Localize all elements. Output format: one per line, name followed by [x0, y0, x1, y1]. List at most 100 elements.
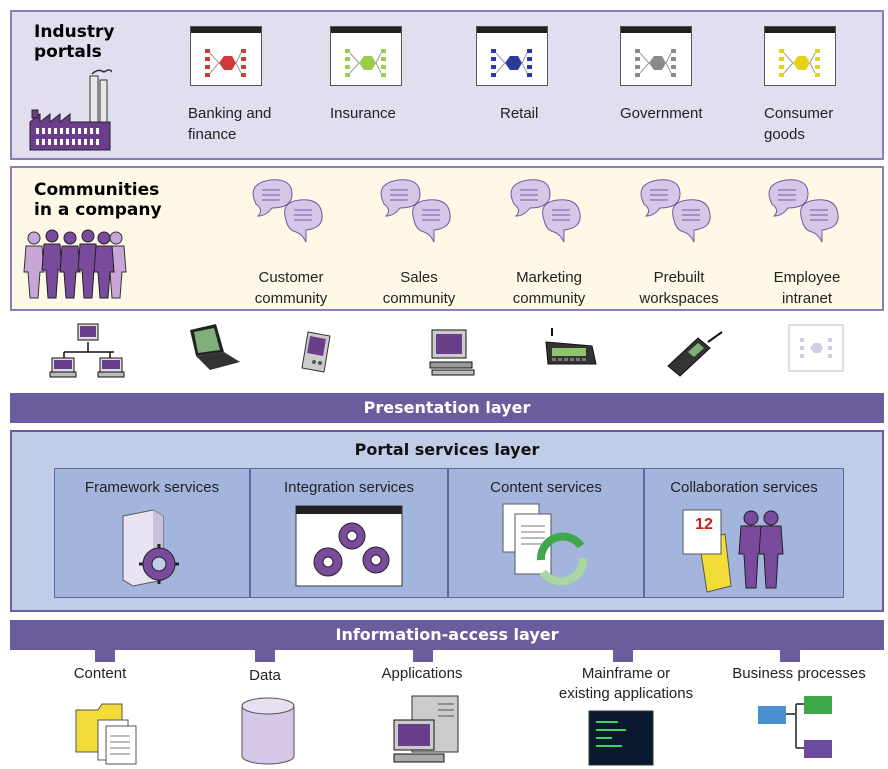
gears-window-icon [295, 505, 403, 587]
banking-portal-icon [190, 26, 262, 86]
connector-tab [413, 650, 433, 662]
speech-bubbles-icon [510, 179, 581, 243]
community-sales[interactable]: Sales community [364, 176, 474, 309]
source-business-processes-label: Business processes [732, 665, 866, 682]
marketing-line2: community [512, 290, 586, 307]
people-group-icon [23, 229, 127, 299]
calendar-people-icon: 12 [645, 498, 843, 598]
banking-line1: Banking and [188, 105, 272, 122]
information-access-layer-bar: Information-access layer [10, 620, 884, 650]
source-applications[interactable]: Applications [360, 664, 484, 684]
community-prebuilt[interactable]: Prebuilt workspaces [624, 176, 734, 309]
connector-tab [255, 650, 275, 662]
portal-window-icon[interactable] [788, 324, 844, 372]
speech-bubbles-icon [768, 179, 839, 243]
network-computers-icon[interactable] [48, 322, 128, 380]
industry-portals-title: Industry portals [34, 22, 114, 62]
portal-banking[interactable]: Banking and finance [188, 26, 298, 145]
community-customer[interactable]: Customer community [236, 176, 346, 309]
source-data[interactable]: Data [210, 666, 320, 686]
mobile-phone-icon[interactable] [664, 328, 728, 380]
laptop-icon[interactable] [186, 324, 242, 372]
government-portal-icon [620, 26, 692, 86]
consumer-line1: Consumer [764, 105, 834, 122]
smartphone-icon[interactable] [542, 324, 598, 374]
portal-services-title: Portal services layer [354, 440, 540, 459]
communities-title-line1: Communities [34, 180, 160, 200]
collaboration-services-box[interactable]: Collaboration services 12 [644, 468, 844, 598]
presentation-layer-bar: Presentation layer [10, 393, 884, 423]
speech-bubbles-icon [640, 179, 711, 243]
speech-bubbles-icon [252, 179, 323, 243]
portal-label-government: Government [620, 103, 730, 124]
portal-government[interactable]: Government [620, 26, 730, 124]
customer-line2: community [254, 290, 328, 307]
connector-tab [780, 650, 800, 662]
portal-services-layer: Portal services layer Framework services… [10, 430, 884, 612]
source-mainframe-line2: existing applications [558, 685, 694, 702]
insurance-portal-icon [330, 26, 402, 86]
connector-tab [95, 650, 115, 662]
sales-line2: community [382, 290, 456, 307]
retail-line1: Retail [500, 105, 539, 122]
source-applications-label: Applications [381, 665, 463, 682]
integration-services-box[interactable]: Integration services [250, 468, 448, 598]
community-label-customer: Customer community [236, 267, 346, 309]
banking-line2: finance [188, 126, 237, 143]
industry-title-line2: portals [34, 42, 102, 62]
employee-line2: intranet [781, 290, 833, 307]
server-gear-icon [122, 509, 179, 587]
community-label-marketing: Marketing community [494, 267, 604, 309]
insurance-line1: Insurance [330, 105, 396, 122]
sales-line1: Sales [400, 269, 438, 286]
portal-label-consumer-goods: Consumer goods [764, 103, 874, 145]
community-employee[interactable]: Employee intranet [752, 176, 862, 309]
portal-label-banking: Banking and finance [188, 103, 298, 145]
source-mainframe[interactable]: Mainframe or existing applications [546, 664, 706, 704]
integration-services-label: Integration services [283, 479, 415, 496]
community-label-sales: Sales community [364, 267, 474, 309]
documents-cycle-icon [502, 503, 588, 586]
framework-services-box[interactable]: Framework services [54, 468, 250, 598]
application-server-icon [393, 695, 459, 763]
content-services-label: Content services [490, 479, 602, 496]
source-business-processes[interactable]: Business processes [714, 664, 884, 684]
factory-icon [29, 69, 112, 151]
employee-line1: Employee [773, 269, 841, 286]
communities-title: Communities in a company [34, 180, 162, 220]
mainframe-terminal-icon [588, 710, 654, 766]
community-label-prebuilt: Prebuilt workspaces [624, 267, 734, 309]
portal-consumer-goods[interactable]: Consumer goods [764, 26, 874, 145]
government-line1: Government [620, 105, 703, 122]
communities-title-line2: in a company [34, 200, 162, 220]
source-mainframe-line1: Mainframe or [581, 665, 671, 682]
database-icon [241, 697, 295, 765]
industry-portals-band: Industry portals Banking and finance [10, 10, 884, 160]
content-services-box[interactable]: Content services [448, 468, 644, 598]
marketing-line1: Marketing [516, 269, 582, 286]
calendar-day: 12 [695, 516, 713, 533]
customer-line1: Customer [258, 269, 324, 286]
portal-retail[interactable]: Retail [476, 26, 586, 124]
portal-label-insurance: Insurance [330, 103, 440, 124]
community-marketing[interactable]: Marketing community [494, 176, 604, 309]
prebuilt-line2: workspaces [639, 290, 719, 307]
pda-icon[interactable] [298, 330, 334, 374]
source-content-label: Content [73, 665, 127, 682]
framework-services-label: Framework services [84, 479, 220, 496]
source-content[interactable]: Content [40, 664, 160, 684]
portal-insurance[interactable]: Insurance [330, 26, 440, 124]
industry-title-line1: Industry [34, 22, 115, 42]
consumer-goods-portal-icon [764, 26, 836, 86]
speech-bubbles-icon [380, 179, 451, 243]
communities-band: Communities in a company Customer commun… [10, 166, 884, 311]
business-process-icon [758, 696, 832, 758]
consumer-line2: goods [764, 126, 805, 143]
content-folder-icon [75, 703, 137, 765]
connector-tab [613, 650, 633, 662]
desktop-computer-icon[interactable] [428, 328, 476, 376]
retail-portal-icon [476, 26, 548, 86]
collaboration-services-label: Collaboration services [670, 479, 818, 496]
portal-label-retail: Retail [476, 103, 586, 124]
source-data-label: Data [249, 667, 281, 684]
